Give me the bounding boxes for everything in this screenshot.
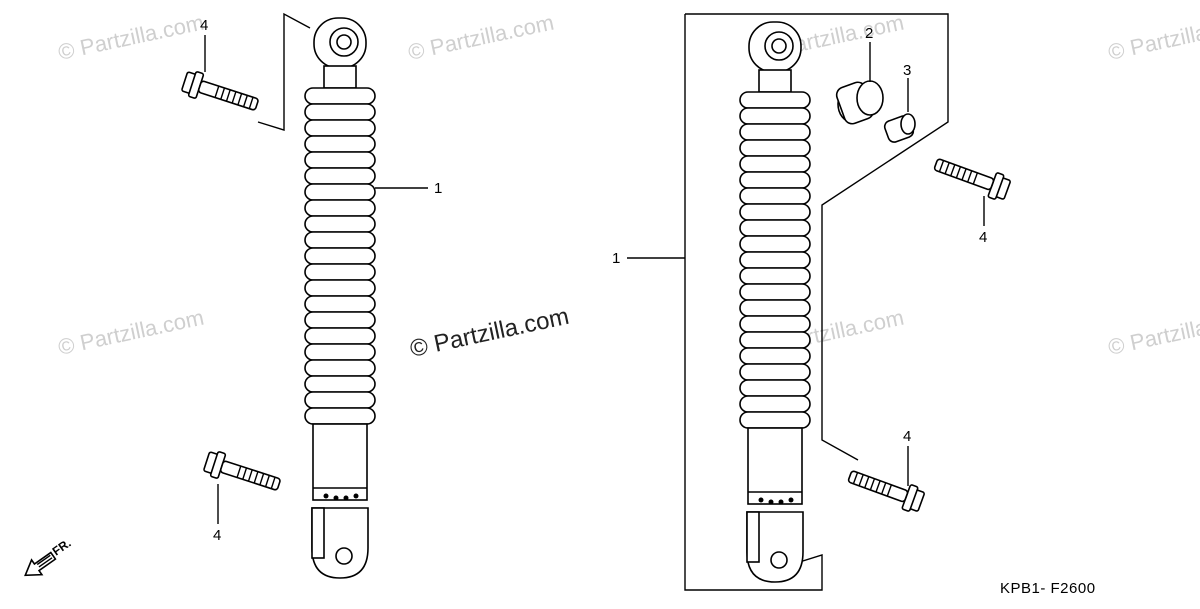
center-watermark: © Partzilla.com bbox=[408, 303, 572, 363]
collar-icon[interactable] bbox=[883, 113, 916, 144]
callout-right-bolt-top: 4 bbox=[979, 229, 987, 246]
watermarks: © Partzilla.com © Partzilla.com © Partzi… bbox=[56, 10, 1200, 360]
front-arrow-icon bbox=[24, 551, 57, 577]
watermark-text: © Partzilla.com bbox=[56, 10, 206, 65]
diagram-code: KPB1- F2600 bbox=[1000, 580, 1096, 597]
kit-frame bbox=[685, 13, 949, 461]
right-assembly: 2 3 4 1 4 bbox=[612, 13, 1013, 591]
bolt-icon[interactable] bbox=[179, 68, 262, 118]
bolt-icon[interactable] bbox=[201, 448, 284, 498]
bolt-icon[interactable] bbox=[844, 463, 927, 516]
shock-absorber-icon[interactable] bbox=[739, 21, 811, 583]
bushing-icon[interactable] bbox=[834, 80, 884, 126]
watermark-text: © Partzilla.com bbox=[56, 305, 206, 360]
left-assembly: 4 1 4 bbox=[179, 12, 442, 579]
callout-left-bolt-top: 4 bbox=[200, 17, 208, 34]
callout-right-bushing: 2 bbox=[865, 25, 873, 42]
callout-right-collar: 3 bbox=[903, 62, 911, 79]
callout-right-shock: 1 bbox=[612, 250, 620, 267]
callout-left-shock: 1 bbox=[434, 180, 442, 197]
bolt-icon[interactable] bbox=[930, 151, 1013, 204]
watermark-text: © Partzilla.com bbox=[406, 10, 556, 65]
shock-absorber-icon[interactable] bbox=[304, 17, 376, 579]
watermark-text: © Partzilla.com bbox=[1106, 305, 1200, 360]
front-direction: FR. bbox=[24, 536, 74, 577]
callout-left-bolt-bottom: 4 bbox=[213, 527, 221, 544]
callout-right-bolt-bottom: 4 bbox=[903, 428, 911, 445]
watermark-text: © Partzilla.com bbox=[1106, 10, 1200, 65]
